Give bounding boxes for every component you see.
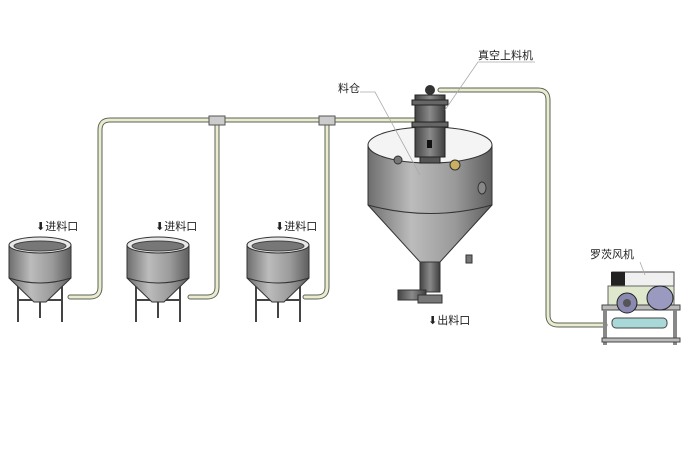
silo-label: 料仓 <box>338 82 360 95</box>
inlet-label-1: ⬇进料口 <box>36 220 79 233</box>
feed-hopper <box>8 236 72 322</box>
roots-blower-label: 罗茨风机 <box>590 248 634 261</box>
leader-lines <box>360 61 646 276</box>
feed-hopper <box>246 236 310 322</box>
roots-blower <box>601 271 681 345</box>
pipeline <box>67 87 608 328</box>
feed-hopper <box>126 236 190 322</box>
outlet-label: ⬇出料口 <box>428 314 471 327</box>
tee-fitting <box>208 115 226 126</box>
inlet-label-2: ⬇进料口 <box>155 220 198 233</box>
vacuum-loader <box>411 85 449 164</box>
tee-fitting <box>318 115 336 126</box>
vacuum-loader-label: 真空上料机 <box>478 49 533 62</box>
inlet-label-3: ⬇进料口 <box>275 220 318 233</box>
